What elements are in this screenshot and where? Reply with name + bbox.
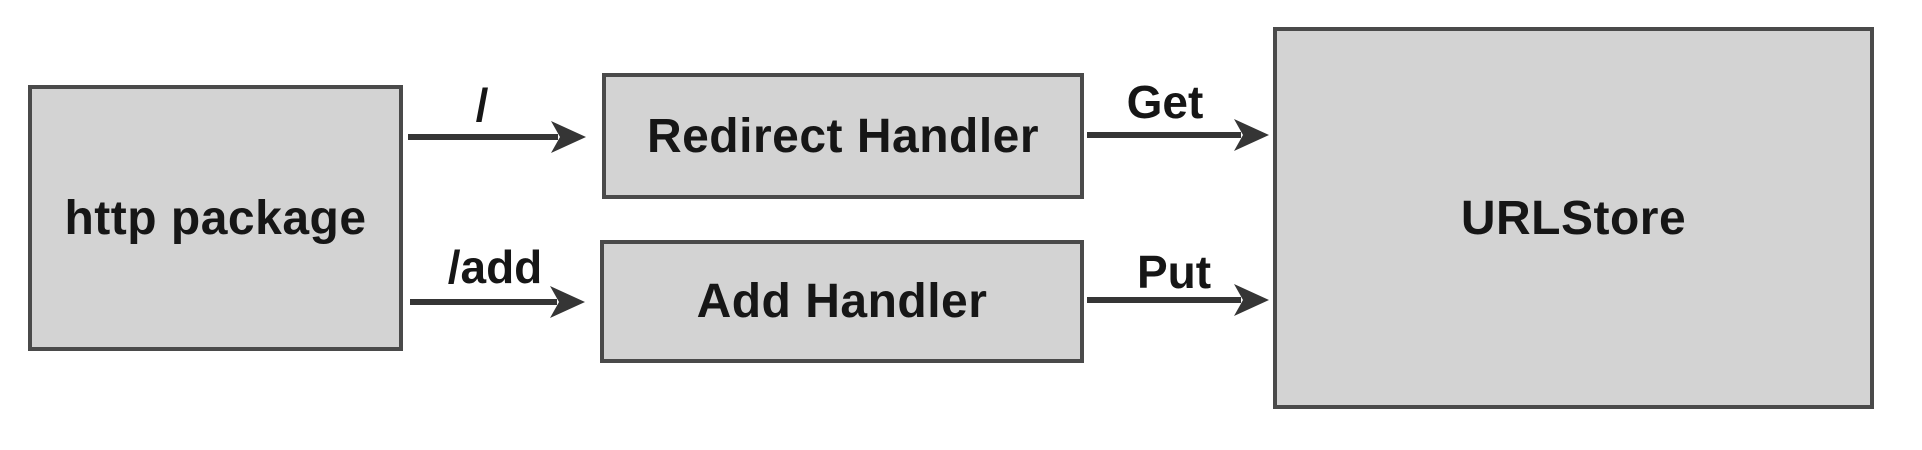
edge-label-put-method: Put	[1136, 246, 1212, 298]
edge-label-root-route: /	[475, 79, 489, 131]
edge-label-add-route: /add	[447, 241, 543, 293]
node-redirect-handler: Redirect Handler	[602, 73, 1084, 199]
node-add-handler: Add Handler	[600, 240, 1084, 363]
node-http-package-label: http package	[64, 191, 367, 245]
node-urlstore-label: URLStore	[1460, 191, 1687, 245]
node-redirect-handler-label: Redirect Handler	[646, 109, 1040, 163]
arrow-http-to-redirect-icon	[408, 121, 586, 153]
edge-label-get-method: Get	[1126, 76, 1204, 128]
node-add-handler-label: Add Handler	[696, 275, 988, 328]
node-http-package: http package	[28, 85, 403, 351]
node-urlstore: URLStore	[1273, 27, 1874, 409]
